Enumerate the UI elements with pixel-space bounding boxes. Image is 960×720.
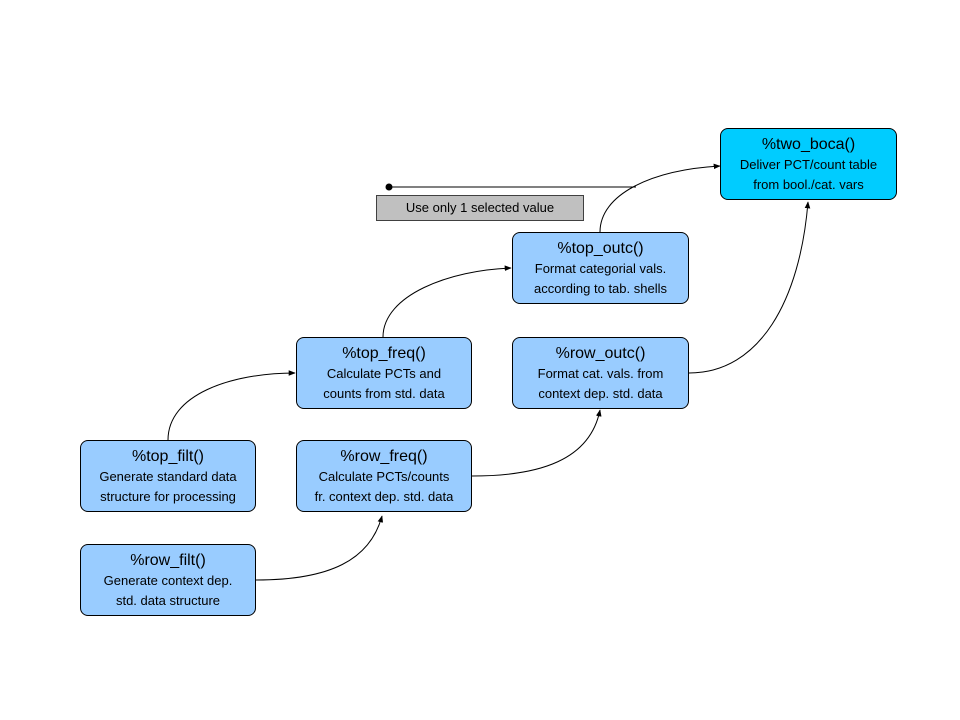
node-top-freq-line1: Calculate PCTs and xyxy=(326,366,442,381)
node-top-freq[interactable]: %top_freq() Calculate PCTs and counts fr… xyxy=(296,337,472,409)
node-row-outc-title: %row_outc() xyxy=(555,345,646,362)
arrow-top-freq-to-top-outc xyxy=(382,265,512,338)
node-top-outc[interactable]: %top_outc() Format categorial vals. acco… xyxy=(512,232,689,304)
node-two-boca[interactable]: %two_boca() Deliver PCT/count table from… xyxy=(720,128,897,200)
node-top-filt[interactable]: %top_filt() Generate standard data struc… xyxy=(80,440,256,512)
node-top-filt-line2: structure for processing xyxy=(100,489,236,504)
node-row-filt-line2: std. data structure xyxy=(115,593,221,608)
node-row-freq-line2: fr. context dep. std. data xyxy=(314,489,454,504)
arrow-row-freq-to-row-outc xyxy=(471,409,602,477)
arrow-top-outc-to-two-boca xyxy=(599,163,721,233)
node-top-freq-title: %top_freq() xyxy=(342,345,426,362)
arrow-top-filt-to-top-freq xyxy=(167,370,296,441)
node-two-boca-title: %two_boca() xyxy=(761,136,856,153)
node-row-outc[interactable]: %row_outc() Format cat. vals. from conte… xyxy=(512,337,689,409)
node-top-outc-line2: according to tab. shells xyxy=(534,281,667,296)
node-two-boca-line1: Deliver PCT/count table xyxy=(739,157,878,172)
node-row-outc-line2: context dep. std. data xyxy=(538,386,663,401)
arrow-row-outc-to-two-boca xyxy=(688,201,811,374)
arrow-row-filt-to-row-freq xyxy=(255,515,384,581)
node-top-filt-title: %top_filt() xyxy=(131,448,205,465)
node-top-outc-title: %top_outc() xyxy=(557,240,644,257)
node-top-filt-line1: Generate standard data xyxy=(99,469,237,484)
node-row-freq-title: %row_freq() xyxy=(340,448,428,465)
node-top-outc-line1: Format categorial vals. xyxy=(534,261,667,276)
node-row-outc-line1: Format cat. vals. from xyxy=(537,366,664,381)
node-row-filt-line1: Generate context dep. xyxy=(103,573,233,588)
selected-value-note: Use only 1 selected value xyxy=(376,195,584,221)
node-row-freq-line1: Calculate PCTs/counts xyxy=(318,469,450,484)
node-row-filt-title: %row_filt() xyxy=(130,552,206,569)
node-row-filt[interactable]: %row_filt() Generate context dep. std. d… xyxy=(80,544,256,616)
selected-value-dot xyxy=(385,183,393,191)
node-row-freq[interactable]: %row_freq() Calculate PCTs/counts fr. co… xyxy=(296,440,472,512)
node-two-boca-line2: from bool./cat. vars xyxy=(753,177,864,192)
node-top-freq-line2: counts from std. data xyxy=(323,386,445,401)
